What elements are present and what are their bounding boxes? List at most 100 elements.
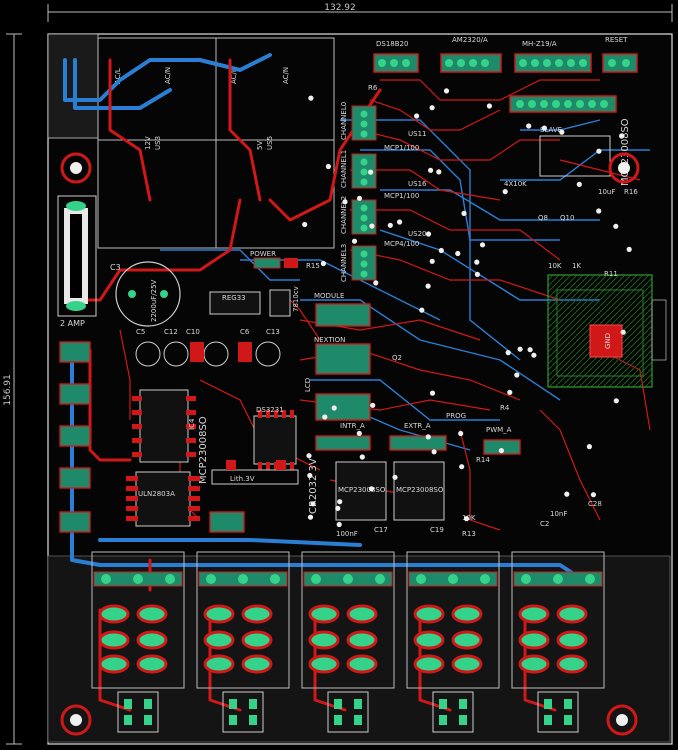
small-caps [135,341,281,367]
q2-label: Q2 [392,354,402,362]
via [342,199,348,205]
relay-outline [406,551,500,689]
via [356,195,363,201]
via [429,390,436,396]
k1-label: 1K [572,262,581,270]
relay-pin [311,574,321,584]
relay-contact-pad [451,604,483,624]
via [425,434,431,440]
via [322,414,328,420]
relay-output-pin [144,699,152,709]
relay-module-outlines [97,37,335,249]
via [463,516,470,522]
r16-label: R16 [624,188,638,196]
intr-label: INTR_A [340,422,365,430]
channel1-label: CHANNEL1 [340,150,348,188]
via [425,231,432,237]
relay-contact-pad [451,654,483,674]
via [576,181,582,187]
relay-pin [270,574,280,584]
relay-pin [375,574,385,584]
relay-contact-pad [346,654,378,674]
relay-output-pin [439,699,447,709]
via [428,167,434,173]
bottom-relay-array [91,551,605,733]
us11-label: US11 [408,130,426,138]
relay-contact-pad [241,604,273,624]
r15-label: R15 [306,262,320,270]
extr-label: EXTR_A [404,422,431,430]
relay-output-pin [544,699,552,709]
mcp-right-chip [539,135,611,177]
via [479,242,486,248]
gnd-label: GND [604,333,612,349]
header-pins [378,59,630,108]
via [505,350,511,356]
via [368,169,374,175]
relay-contact-pad [241,654,273,674]
relay-pin [101,574,111,584]
relay-contact-pad [136,630,168,650]
relay-contact-pad [556,654,588,674]
relay-pin [585,574,595,584]
relay-contact-pad [413,630,445,650]
relay-output-pin [229,715,237,725]
reg33-chip [209,291,261,315]
relay-pin [343,574,353,584]
via [613,398,619,404]
relay-pin [521,574,531,584]
uf10-label: 10uF [598,188,615,196]
via [325,163,331,170]
relay-outline [301,551,395,689]
via [306,453,312,459]
dimension-top [47,4,673,22]
via [419,307,425,313]
relay-output-pin [439,715,447,725]
capacitor-c3 [115,261,181,327]
relay-output-connector [327,691,369,733]
c5-label: C5 [136,328,145,336]
esp-module: GND [547,274,667,388]
via [308,95,314,101]
relay-output-pin [354,699,362,709]
relay-output-connector [222,691,264,733]
k10-label: 10K [548,262,562,270]
q8-label: Q8 [538,214,548,222]
dimension-left [6,33,22,745]
ic4-chip [132,389,196,463]
via [626,246,632,252]
r13-label: R13 [462,530,476,538]
us3-ref: US3 [154,136,162,150]
relay-output-pin [544,715,552,725]
via [474,271,480,277]
via [307,472,313,479]
relay-contact-pad [308,630,340,650]
c17-label: C17 [374,526,388,534]
via [359,454,365,460]
via [331,405,337,411]
via [564,491,570,497]
via [337,499,343,505]
mcp-small-chips [335,461,445,521]
ds18b20-label: DS18B20 [376,40,408,48]
via [335,505,341,511]
relay-output-pin [249,715,257,725]
via-field [302,88,632,528]
channel2-label: CHANNEL2 [340,196,348,234]
c2-label: C2 [540,520,549,528]
via [307,514,314,520]
via [596,208,602,214]
relay-pin [238,574,248,584]
us3-voltage: 12V [144,136,152,150]
via [392,474,398,480]
relay-output-pin [124,715,132,725]
us16-label: US16 [408,180,427,188]
relay-contact-pad [556,604,588,624]
mounting-holes [60,152,640,736]
via [436,169,442,175]
fuse-holder [57,195,97,317]
reg33-label: REG33 [222,294,246,302]
r14-label: R14 [476,456,490,464]
prog-label: PROG [446,412,466,420]
r15-pad [284,258,298,268]
